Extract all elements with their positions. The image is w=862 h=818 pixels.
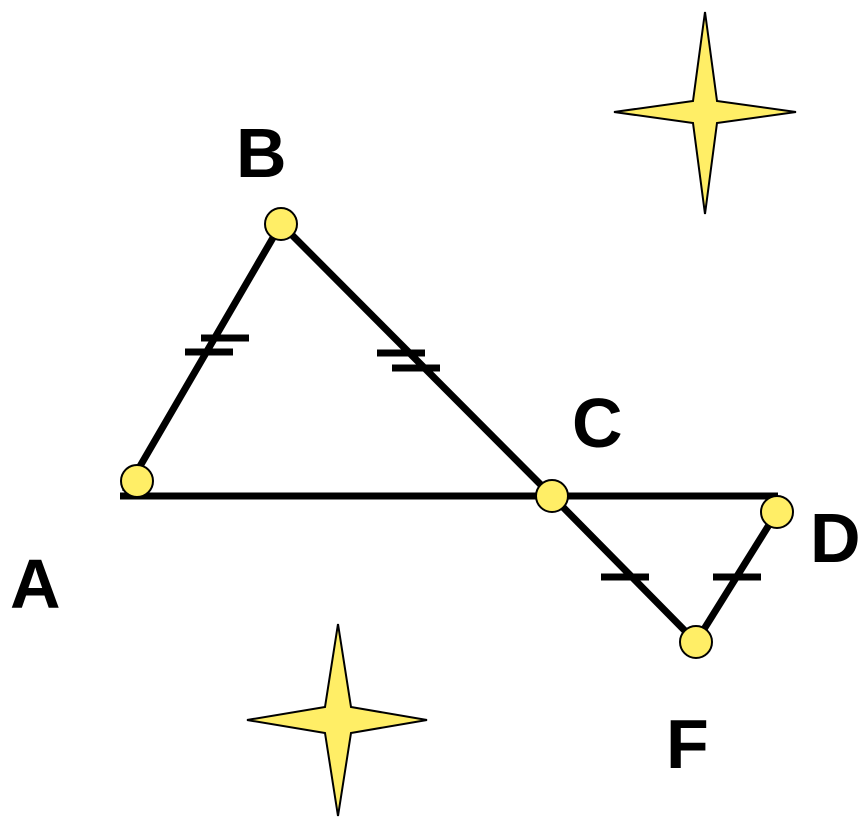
- point-d: [760, 495, 794, 529]
- tick-marks-bc: [377, 349, 440, 372]
- label-b: B: [236, 114, 287, 192]
- segment-bc: [278, 221, 555, 499]
- tick-marks-ab: [185, 334, 249, 356]
- point-b: [264, 207, 298, 241]
- star-icon: [246, 623, 428, 817]
- segment-ab: [121, 222, 285, 494]
- label-c: C: [572, 384, 623, 462]
- point-a: [120, 464, 154, 498]
- label-d: D: [810, 499, 861, 577]
- segment-cf: [549, 493, 699, 645]
- star-icon: [613, 11, 797, 215]
- point-c: [535, 479, 569, 513]
- label-a: A: [10, 545, 61, 623]
- label-f: F: [666, 705, 709, 783]
- point-f: [679, 625, 713, 659]
